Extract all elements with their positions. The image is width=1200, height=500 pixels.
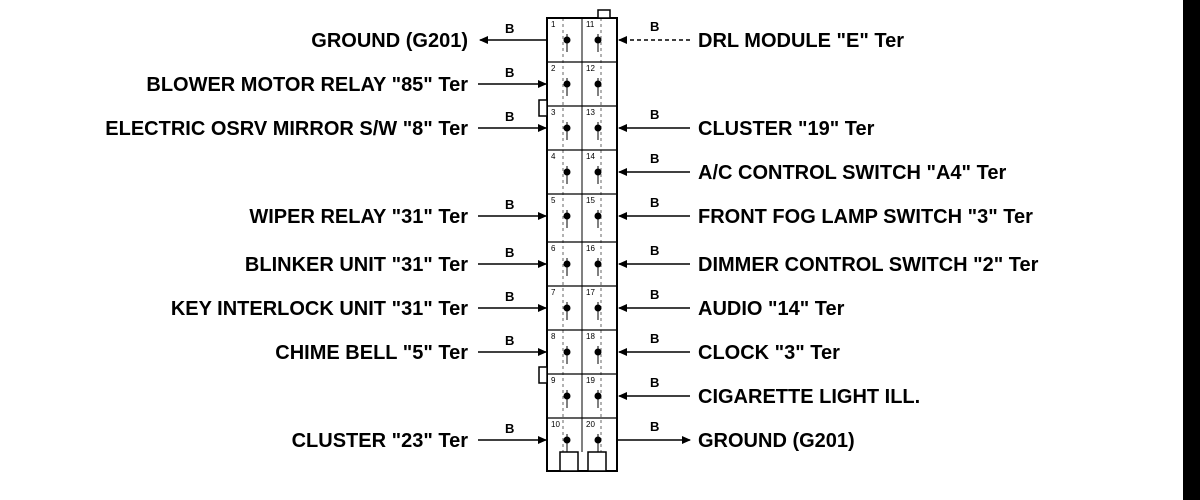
wire-color-right: B [650, 287, 659, 302]
pin-number-right: 17 [586, 288, 595, 297]
pin-number-left: 9 [551, 376, 556, 385]
contact-dot-left [563, 124, 571, 132]
contact-dot-right [594, 80, 602, 88]
pin-number-left: 4 [551, 152, 556, 161]
contact-dot-right [594, 168, 602, 176]
pin-number-right: 20 [586, 420, 595, 429]
connector-foot-right [587, 451, 607, 472]
wire-color-left: B [505, 245, 514, 260]
contact-dot-left [563, 168, 571, 176]
contact-dot-right [594, 392, 602, 400]
connector-latch-bottom [538, 366, 548, 384]
right-connection-label: DRL MODULE "E" Ter [698, 30, 904, 52]
left-connection-label: BLOWER MOTOR RELAY "85" Ter [146, 74, 468, 96]
wire-color-right: B [650, 19, 659, 34]
wire-color-right: B [650, 419, 659, 434]
wire-color-left: B [505, 421, 514, 436]
contact-dot-right [594, 436, 602, 444]
connector-top-tab [597, 9, 611, 19]
pin-number-left: 1 [551, 20, 556, 29]
pin-number-right: 18 [586, 332, 595, 341]
pin-number-left: 7 [551, 288, 556, 297]
left-connection-label: CHIME BELL "5" Ter [275, 342, 468, 364]
right-connection-label: FRONT FOG LAMP SWITCH "3" Ter [698, 206, 1033, 228]
left-connection-label: KEY INTERLOCK UNIT "31" Ter [171, 298, 468, 320]
contact-dot-right [594, 212, 602, 220]
right-edge-bar [1183, 0, 1200, 500]
pin-number-left: 3 [551, 108, 556, 117]
right-connection-label: CIGARETTE LIGHT ILL. [698, 386, 920, 408]
left-connection-label: ELECTRIC OSRV MIRROR S/W "8" Ter [105, 118, 468, 140]
contact-dot-right [594, 36, 602, 44]
pin-number-right: 16 [586, 244, 595, 253]
right-connection-label: AUDIO "14" Ter [698, 298, 845, 320]
wire-color-left: B [505, 197, 514, 212]
left-connection-label: GROUND (G201) [311, 30, 468, 52]
contact-dot-left [563, 436, 571, 444]
pin-number-left: 2 [551, 64, 556, 73]
wire-color-right: B [650, 331, 659, 346]
connector-latch-top [538, 99, 548, 117]
contact-dot-left [563, 36, 571, 44]
pin-number-right: 14 [586, 152, 595, 161]
pin-number-left: 8 [551, 332, 556, 341]
pin-number-right: 13 [586, 108, 595, 117]
connector-body [538, 9, 618, 472]
contact-dot-right [594, 124, 602, 132]
contact-dot-left [563, 260, 571, 268]
right-connection-label: DIMMER CONTROL SWITCH "2" Ter [698, 254, 1039, 276]
right-connection-label: CLUSTER "19" Ter [698, 118, 875, 140]
pin-number-right: 12 [586, 64, 595, 73]
contact-dot-left [563, 80, 571, 88]
right-connection-label: A/C CONTROL SWITCH "A4" Ter [698, 162, 1006, 184]
wire-color-right: B [650, 107, 659, 122]
contact-dot-left [563, 348, 571, 356]
left-connection-label: CLUSTER "23" Ter [292, 430, 469, 452]
wire-color-left: B [505, 21, 514, 36]
wire-color-right: B [650, 195, 659, 210]
left-connection-label: WIPER RELAY "31" Ter [249, 206, 468, 228]
right-connection-label: CLOCK "3" Ter [698, 342, 840, 364]
connector-foot-left [559, 451, 579, 472]
wire-color-right: B [650, 243, 659, 258]
contact-dot-right [594, 348, 602, 356]
left-connection-label: BLINKER UNIT "31" Ter [245, 254, 468, 276]
wire-color-right: B [650, 151, 659, 166]
contact-dot-right [594, 260, 602, 268]
pin-number-left: 10 [551, 420, 560, 429]
wire-color-left: B [505, 289, 514, 304]
pin-number-left: 5 [551, 196, 556, 205]
pin-number-right: 11 [586, 20, 595, 29]
contact-dot-left [563, 304, 571, 312]
wire-color-right: B [650, 375, 659, 390]
contact-dot-right [594, 304, 602, 312]
pin-number-right: 15 [586, 196, 595, 205]
pin-number-left: 6 [551, 244, 556, 253]
contact-dot-left [563, 392, 571, 400]
wire-color-left: B [505, 333, 514, 348]
contact-dot-left [563, 212, 571, 220]
wire-color-left: B [505, 109, 514, 124]
wire-color-left: B [505, 65, 514, 80]
right-connection-label: GROUND (G201) [698, 430, 855, 452]
pin-number-right: 19 [586, 376, 595, 385]
